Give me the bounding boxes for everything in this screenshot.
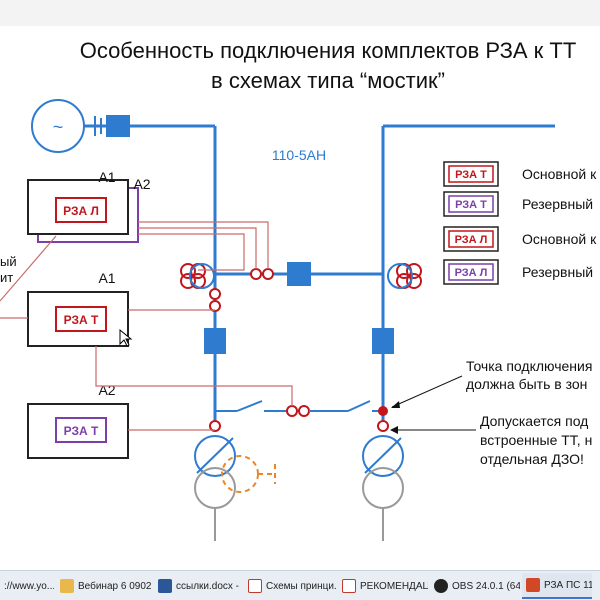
legend-label-1: РЗА Т	[455, 169, 487, 181]
taskbar-item-pdf-2[interactable]: РЕКОМЕНДАЦ...	[338, 573, 428, 599]
ct-bridge-1	[250, 268, 262, 280]
legend-swatch-1	[448, 165, 494, 183]
breaker-left	[204, 328, 226, 354]
ct-cluster-left	[180, 263, 215, 289]
slide-title-line2: в схемах типа “мостик”	[211, 68, 445, 93]
ct-left-1	[209, 288, 221, 300]
transformer-right	[362, 435, 404, 541]
taskbar: ://www.yo... Вебинар 6 090220 ссылки.doc…	[0, 570, 600, 600]
folder-icon	[60, 579, 74, 593]
legend-swatch-2	[448, 195, 494, 213]
note-allowed-line1: Допускается под	[480, 413, 588, 429]
pdf-icon	[248, 579, 262, 593]
taskbar-item-label: РЗА ПС 110-...	[544, 579, 592, 591]
legend-desc-1: Основной к	[522, 166, 597, 182]
taskbar-item-browser[interactable]: ://www.yo...	[0, 573, 54, 599]
breaker-bridge	[287, 262, 311, 286]
ct-row-2	[298, 405, 310, 417]
cabinet-3-tag-a2: А2	[98, 382, 115, 398]
powerpoint-icon	[526, 578, 540, 592]
legend-label-2: РЗА Т	[455, 199, 487, 211]
legend-swatch-4	[448, 263, 494, 281]
note-allowed-line2: встроенные ТТ, н	[480, 432, 592, 448]
left-partial-text-1: ый	[0, 254, 17, 269]
note-connection-line2: должна быть в зон	[466, 376, 587, 392]
taskbar-item-label: OBS 24.0.1 (64-b...	[452, 580, 520, 592]
pdf-icon	[342, 579, 356, 593]
taskbar-item-label: ссылки.docx - ...	[176, 580, 242, 592]
arrowhead-1-icon	[391, 401, 400, 408]
cabinet-3-label: РЗА Т	[64, 424, 99, 438]
legend-desc-2: Резервный	[522, 196, 593, 212]
taskbar-item-obs[interactable]: OBS 24.0.1 (64-b...	[430, 573, 520, 599]
cabinet-1-label: РЗА Л	[63, 204, 99, 218]
schematic-canvas: Особенность подключения комплектов РЗА к…	[0, 38, 597, 541]
cabinet-3-inner	[55, 417, 107, 443]
cabinet-2-label: РЗА Т	[64, 313, 99, 327]
taskbar-item-powerpoint[interactable]: РЗА ПС 110-...	[522, 573, 592, 599]
cabinet-2-inner	[55, 306, 107, 332]
ct-cluster-right	[387, 263, 422, 289]
cabinet-1-inner	[55, 197, 107, 223]
ct-bridge-2	[262, 268, 274, 280]
legend: РЗА Т Основной к РЗА Т Резервный РЗА Л О…	[443, 161, 597, 285]
window-top-strip	[0, 0, 600, 26]
transformer-left	[194, 435, 236, 541]
ct-row-1	[286, 405, 298, 417]
presentation-slide: Особенность подключения комплектов РЗА к…	[0, 26, 600, 570]
note-allowed-line3: отдельная ДЗО!	[480, 451, 584, 467]
taskbar-item-label: Вебинар 6 090220	[78, 580, 152, 592]
taskbar-item-label: РЕКОМЕНДАЦ...	[360, 580, 428, 592]
breaker-generator	[106, 115, 130, 137]
connection-point	[378, 406, 388, 416]
note-connection-line1: Точка подключения	[466, 358, 592, 374]
obs-icon	[434, 579, 448, 593]
taskbar-item-word[interactable]: ссылки.docx - ...	[154, 573, 242, 599]
cabinet-1-tag-a1: А1	[98, 169, 115, 185]
legend-swatch-3	[448, 230, 494, 248]
transformer-label: 110-5АН	[272, 147, 326, 163]
cabinet-1-tag-a2: А2	[133, 176, 150, 192]
taskbar-item-label: Схемы принци...	[266, 580, 336, 592]
arrowhead-2-icon	[390, 426, 398, 434]
generator-tilde: ~	[53, 117, 64, 137]
taskbar-item-label: ://www.yo...	[4, 580, 54, 592]
generator-symbol: ~	[31, 99, 85, 153]
left-partial-text-2: ит	[0, 270, 13, 285]
switch-blade-right	[347, 400, 371, 412]
ct-left-2	[209, 300, 221, 312]
switch-blade-left	[236, 400, 263, 412]
ct-right-low	[377, 420, 389, 432]
aux-winding-dashed	[221, 455, 276, 493]
breaker-right	[372, 328, 394, 354]
taskbar-item-folder[interactable]: Вебинар 6 090220	[56, 573, 152, 599]
legend-label-3: РЗА Л	[455, 234, 488, 246]
mouse-cursor-icon	[119, 328, 133, 347]
legend-label-4: РЗА Л	[455, 267, 488, 279]
secondary-wiring	[0, 221, 293, 431]
word-icon	[158, 579, 172, 593]
slide-title-line1: Особенность подключения комплектов РЗА к…	[80, 38, 577, 63]
legend-desc-4: Резервный	[522, 264, 593, 280]
legend-desc-3: Основной к	[522, 231, 597, 247]
ct-left-low	[209, 420, 221, 432]
note-arrow-1	[391, 375, 463, 408]
taskbar-item-pdf-1[interactable]: Схемы принци...	[244, 573, 336, 599]
cabinet-2-tag-a1: А1	[98, 270, 115, 286]
